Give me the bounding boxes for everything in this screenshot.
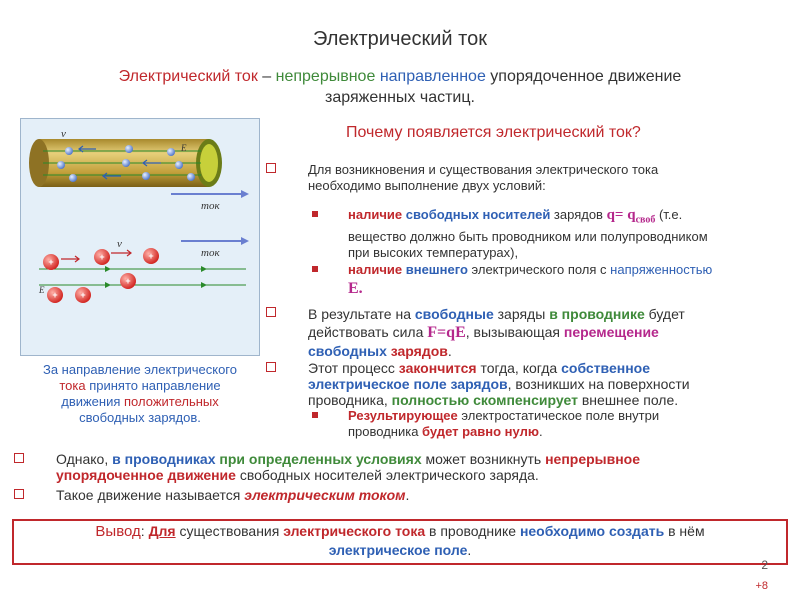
- positive-charges-group: [43, 248, 159, 303]
- however-paragraph: Однако, в проводниках при определенных у…: [14, 451, 786, 483]
- square-bullet-icon: [14, 489, 24, 499]
- svg-text:+: +: [125, 276, 130, 286]
- red-bullet-icon: [312, 412, 318, 418]
- svg-text:+: +: [52, 290, 57, 300]
- page-number: 2: [761, 558, 768, 572]
- field-label-bottom: E: [38, 285, 45, 295]
- svg-text:+: +: [48, 257, 53, 267]
- current-label-top: ток: [201, 200, 220, 212]
- question-heading: Почему появляется электрический ток?: [346, 124, 641, 141]
- square-bullet-icon: [14, 453, 24, 463]
- square-bullet-icon: [266, 307, 276, 317]
- electrons-group: [57, 145, 195, 182]
- velocity-label-bottom: v: [117, 238, 122, 250]
- page-extra: +8: [755, 580, 768, 592]
- current-direction-caption: За направление электрического тока приня…: [42, 362, 237, 425]
- conductor-figure: v E ток ток v + + + + + +: [20, 118, 260, 356]
- force-paragraph: В результате на свободные заряды в прово…: [266, 305, 778, 360]
- tube-right-face: [200, 144, 218, 182]
- svg-text:+: +: [80, 290, 85, 300]
- red-bullet-icon: [312, 211, 318, 217]
- condition-external-field: наличие внешнего электрического поля с н…: [312, 262, 784, 300]
- conclusion-box: [12, 519, 788, 565]
- svg-text:+: +: [99, 252, 104, 262]
- conditions-intro: Для возникновения и существования электр…: [266, 162, 778, 194]
- definition: Электрический ток – непрерывное направле…: [118, 68, 682, 106]
- process-paragraph: Этот процесс закончится тогда, когда соб…: [266, 360, 784, 408]
- square-bullet-icon: [266, 163, 276, 173]
- velocity-label-top: v: [61, 128, 66, 140]
- definition-result: Такое движение называется электрическим …: [14, 487, 786, 503]
- page-title: Электрический ток: [313, 28, 487, 50]
- svg-text:+: +: [148, 251, 153, 261]
- red-bullet-icon: [312, 266, 318, 272]
- current-label-bottom: ток: [201, 247, 220, 259]
- field-label-top: E: [180, 143, 187, 153]
- condition-free-carriers: наличие свободных носителей зарядов q= q…: [312, 207, 778, 261]
- resulting-field-note: Результирующее электростатическое поле в…: [312, 408, 784, 440]
- conductor-illustration: v E ток ток v + + + + + +: [29, 128, 249, 303]
- definition-term: Электрический ток: [118, 68, 258, 85]
- conclusion-text: Вывод: Для существования электрического …: [95, 523, 705, 558]
- square-bullet-icon: [266, 362, 276, 372]
